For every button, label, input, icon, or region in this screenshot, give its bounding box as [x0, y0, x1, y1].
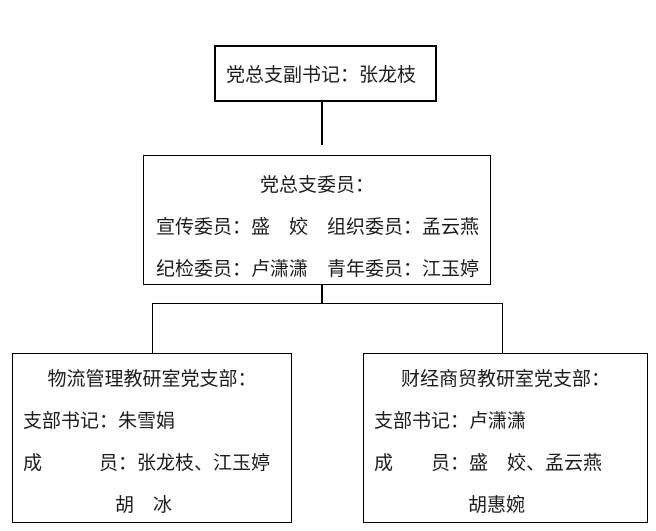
- node-branch-logistics: 物流管理教研室党支部： 支部书记：朱雪娟 成 员：张龙枝、江玉婷 胡 冰: [12, 353, 292, 523]
- branch-finance-members: 成 员：盛 姣、孟云燕: [374, 452, 603, 474]
- committee-title: 党总支委员：: [259, 174, 374, 196]
- branch-finance-title: 财经商贸教研室党支部：: [400, 368, 610, 390]
- connector-committee-stem: [321, 285, 323, 304]
- node-committee: 党总支委员： 宣传委员：盛 姣 组织委员：孟云燕 纪检委员：卢潇潇 青年委员：江…: [143, 155, 491, 285]
- deputy-secretary-title: 党总支副书记：张龙枝: [226, 65, 417, 86]
- connector-left-branch-drop: [152, 303, 153, 353]
- branch-logistics-members-cont: 胡 冰: [115, 494, 173, 516]
- branch-finance-secretary: 支部书记：卢潇潇: [374, 410, 527, 432]
- branch-logistics-secretary: 支部书记：朱雪娟: [23, 410, 176, 432]
- connector-right-branch-drop: [502, 303, 503, 353]
- committee-row-2: 纪检委员：卢潇潇 青年委员：江玉婷: [156, 258, 480, 280]
- committee-row-1: 宣传委员：盛 姣 组织委员：孟云燕: [156, 216, 480, 238]
- node-deputy-secretary: 党总支副书记：张龙枝: [214, 45, 437, 102]
- node-branch-finance: 财经商贸教研室党支部： 支部书记：卢潇潇 成 员：盛 姣、孟云燕 胡惠婉: [363, 353, 648, 523]
- connector-branch-crossbar: [152, 303, 503, 304]
- branch-finance-members-cont: 胡惠婉: [468, 494, 526, 516]
- branch-logistics-title: 物流管理教研室党支部：: [47, 368, 257, 390]
- connector-root-to-committee: [321, 102, 323, 145]
- branch-logistics-members: 成 员：张龙枝、江玉婷: [23, 452, 271, 474]
